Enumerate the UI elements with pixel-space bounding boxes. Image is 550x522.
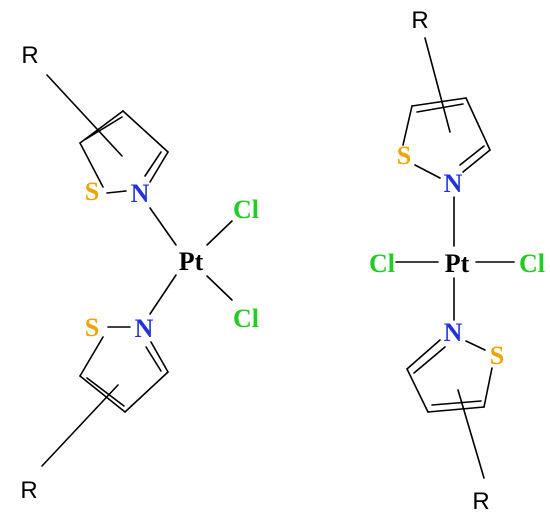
bond-c-c-double [86, 377, 125, 407]
left-top-r-label: R [21, 42, 38, 69]
right-cl-left-label: Cl [369, 249, 395, 278]
left-bottom-s-label: S [85, 313, 99, 342]
bond-c-c [411, 97, 467, 107]
bond-c-c [79, 375, 126, 413]
bond-c-n [149, 151, 169, 183]
right-complex: R S N Cl Pt Cl N S R [369, 7, 545, 515]
bond-s-n [414, 164, 441, 179]
bond-s-n [106, 190, 127, 194]
right-pt-label: Pt [445, 249, 470, 278]
bond-c-n [462, 149, 491, 173]
bond-c-c [406, 368, 429, 413]
bond-c-c [427, 406, 485, 413]
bond-n-pt-top [149, 207, 177, 246]
right-top-n-label: N [444, 169, 463, 198]
bond-n-c-double [413, 346, 446, 374]
bond-c-c-double [85, 116, 123, 140]
bond-n-s [465, 340, 486, 351]
left-complex: R S N Cl Pt Cl S N R [20, 42, 259, 504]
bond-c-c-double [416, 103, 464, 113]
left-pt-label: Pt [179, 247, 204, 276]
bond-pt-cl-bottom [206, 275, 233, 301]
bond-s-c [79, 336, 104, 377]
left-top-s-label: S [85, 177, 99, 206]
bond-c-s [483, 367, 493, 408]
left-top-n-label: N [131, 179, 150, 208]
bond-c-c-double [431, 400, 482, 406]
right-top-s-label: S [397, 141, 411, 170]
left-bottom-r-label: R [20, 477, 37, 504]
bond-s-c [402, 105, 413, 146]
right-bottom-r-label: R [472, 488, 489, 515]
bond-c-n-double [144, 151, 162, 177]
bond-pt-cl-top [206, 220, 233, 246]
right-bottom-ring [406, 339, 493, 479]
bond-s-c [79, 142, 104, 188]
bond-r [457, 389, 485, 479]
right-top-r-label: R [411, 7, 428, 34]
left-top-ring [46, 74, 169, 194]
bond-n-c [406, 339, 441, 370]
bond-c-n-double [145, 346, 162, 372]
bond-c-c [124, 371, 169, 413]
right-top-ring [402, 37, 491, 179]
right-cl-right-label: Cl [519, 249, 545, 278]
bond-c-n [150, 341, 169, 373]
bond-r [41, 384, 119, 467]
left-bottom-n-label: N [135, 314, 154, 343]
left-bottom-ring [41, 326, 169, 467]
left-cl-top-label: Cl [233, 195, 259, 224]
right-bottom-n-label: N [444, 318, 463, 347]
bond-r [46, 74, 123, 157]
bond-c-n-double [459, 145, 485, 166]
right-bottom-s-label: S [490, 341, 504, 370]
bond-pt-n-bottom [149, 274, 177, 315]
left-cl-bottom-label: Cl [233, 304, 259, 333]
bond-c-c [122, 110, 169, 153]
bond-r [424, 37, 451, 133]
bond-c-c [465, 97, 491, 151]
